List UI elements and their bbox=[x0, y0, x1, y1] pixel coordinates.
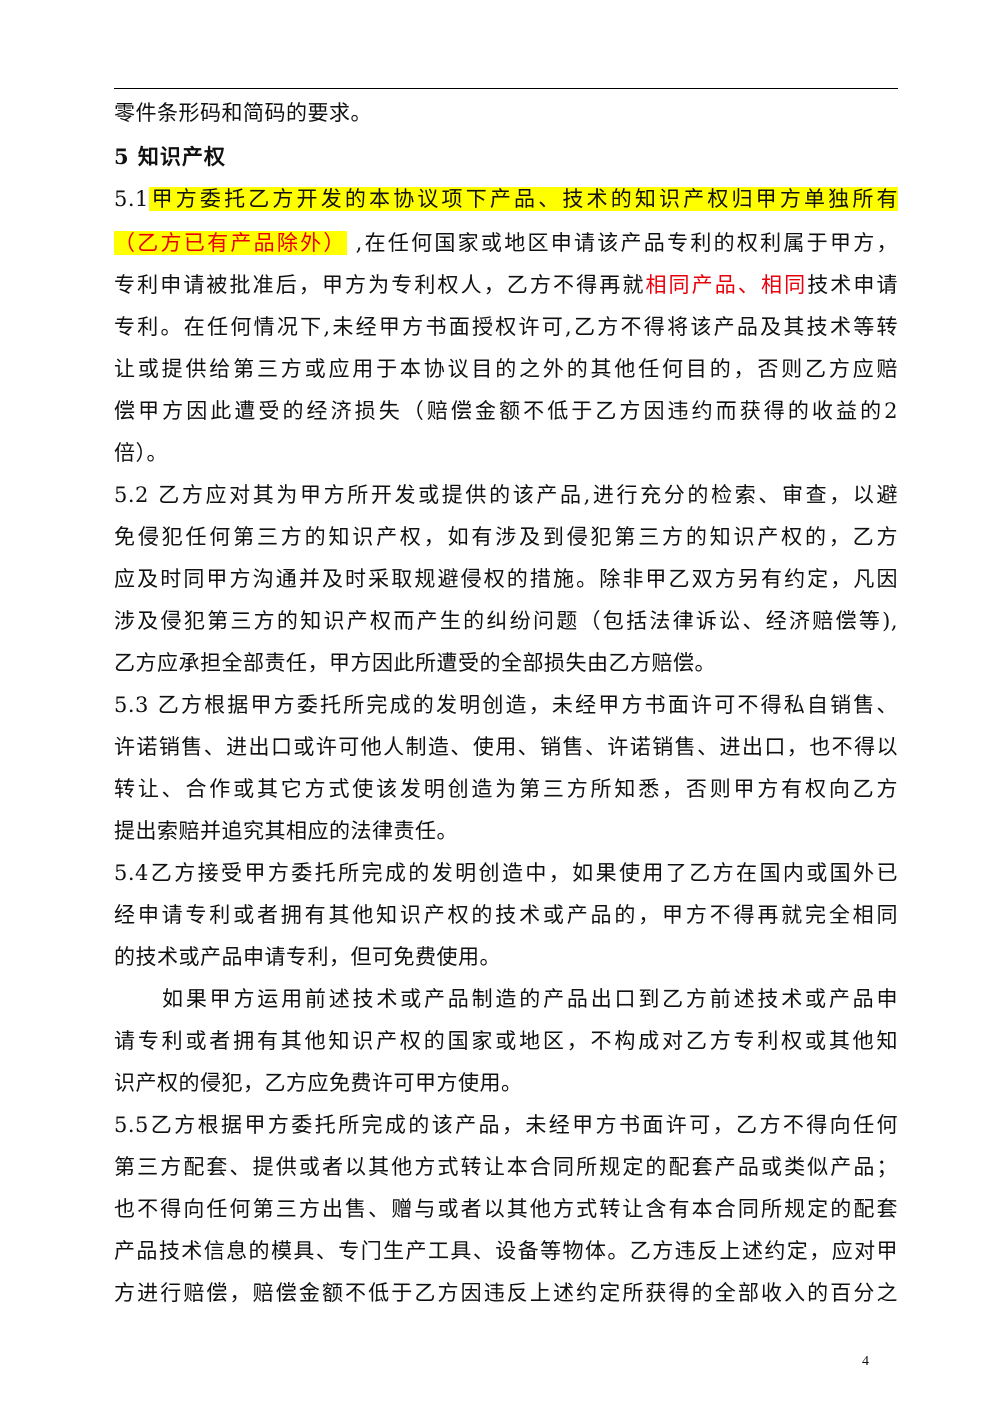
highlighted-text: 甲方委托乙方开发的本协议项下产品、技术的知识产权归甲方单独所有 bbox=[148, 187, 898, 211]
header-rule bbox=[114, 88, 898, 89]
page-number: 4 bbox=[862, 1354, 869, 1369]
text-line: 零件条形码和简码的要求。 bbox=[114, 101, 372, 125]
text-line: 产品技术信息的模具、专门生产工具、设备等物体。乙方违反上述约定，应对甲 bbox=[114, 1239, 898, 1263]
text-line: 让或提供给第三方或应用于本协议目的之外的其他任何目的，否则乙方应赔 bbox=[114, 357, 898, 381]
text-line: 5.5乙方根据甲方委托所完成的该产品，未经甲方书面许可，乙方不得向任何 bbox=[114, 1113, 898, 1137]
text-line: 请专利或者拥有其他知识产权的国家或地区，不构成对乙方专利权或其他知 bbox=[114, 1029, 898, 1053]
text-line: 识产权的侵犯，乙方应免费许可甲方使用。 bbox=[114, 1071, 523, 1095]
text-line: 5.3 乙方根据甲方委托所完成的发明创造，未经甲方书面许可不得私自销售、 bbox=[114, 693, 898, 717]
text-segment: 技术申请 bbox=[807, 273, 899, 297]
text-line: 也不得向任何第三方出售、赠与或者以其他方式转让含有本合同所规定的配套 bbox=[114, 1197, 898, 1221]
text-segment: ,在任何国家或地区申请该产品专利的权利属于甲方， bbox=[346, 231, 898, 255]
text-line: 方进行赔偿，赔偿金额不低于乙方因违反上述约定所获得的全部收入的百分之 bbox=[114, 1281, 898, 1305]
highlighted-red-text: （乙方已有产品除外） bbox=[114, 231, 347, 255]
text-line: 的技术或产品申请专利，但可免费使用。 bbox=[114, 945, 501, 969]
text-line: 涉及侵犯第三方的知识产权而产生的纠纷问题（包括法律诉讼、经济赔偿等), bbox=[114, 609, 898, 633]
text-line: 经申请专利或者拥有其他知识产权的技术或产品的，甲方不得再就完全相同 bbox=[114, 903, 898, 927]
clause-number: 5.1 bbox=[114, 187, 149, 211]
section-heading: 5 知识产权 bbox=[114, 144, 226, 169]
text-line: 转让、合作或其它方式使该发明创造为第三方所知悉，否则甲方有权向乙方 bbox=[114, 777, 898, 801]
text-line: 倍）。 bbox=[114, 441, 168, 465]
text-line: 应及时同甲方沟通并及时采取规避侵权的措施。除非甲乙双方另有约定，凡因 bbox=[114, 567, 898, 591]
text-line: 许诺销售、进出口或许可他人制造、使用、销售、许诺销售、进出口，也不得以 bbox=[114, 735, 898, 759]
text-line: 免侵犯任何第三方的知识产权，如有涉及到侵犯第三方的知识产权的，乙方 bbox=[114, 525, 898, 549]
text-line: 乙方应承担全部责任，甲方因此所遭受的全部损失由乙方赔偿。 bbox=[114, 651, 716, 675]
text-line-highlighted: 5.1甲方委托乙方开发的本协议项下产品、技术的知识产权归甲方单独所有 bbox=[114, 180, 898, 218]
text-line: 5.4乙方接受甲方委托所完成的发明创造中，如果使用了乙方在国内或国外已 bbox=[114, 861, 898, 885]
text-line: 5.2 乙方应对其为甲方所开发或提供的该产品,进行充分的检索、审查，以避 bbox=[114, 483, 898, 507]
text-line: 偿甲方因此遭受的经济损失（赔偿金额不低于乙方因违约而获得的收益的2 bbox=[114, 399, 898, 423]
text-line-indented: 如果甲方运用前述技术或产品制造的产品出口到乙方前述技术或产品申 bbox=[162, 987, 898, 1011]
text-segment: 专利申请被批准后，甲方为专利权人，乙方不得再就 bbox=[114, 273, 646, 297]
red-text: 相同产品、相同 bbox=[645, 273, 808, 297]
text-line: 第三方配套、提供或者以其他方式转让本合同所规定的配套产品或类似产品； bbox=[114, 1155, 898, 1179]
text-line: 专利。在任何情况下,未经甲方书面授权许可,乙方不得将该产品及其技术等转 bbox=[114, 315, 898, 339]
text-line-highlighted: （乙方已有产品除外） ,在任何国家或地区申请该产品专利的权利属于甲方， bbox=[114, 224, 898, 262]
text-line: 提出索赔并追究其相应的法律责任。 bbox=[114, 819, 458, 843]
text-line-with-red: 专利申请被批准后，甲方为专利权人，乙方不得再就相同产品、相同技术申请 bbox=[114, 266, 898, 304]
